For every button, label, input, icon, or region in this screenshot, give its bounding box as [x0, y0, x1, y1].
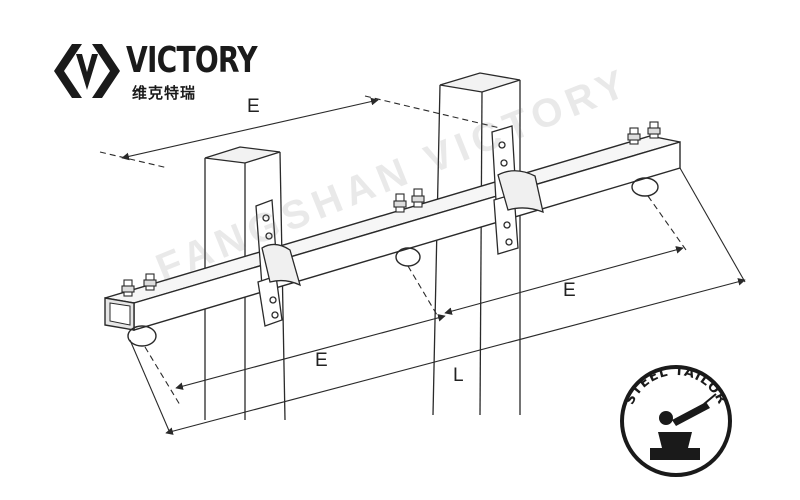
- steel-tailor-badge: STEEL TAILOR: [620, 364, 732, 477]
- label-l-total: L: [453, 365, 464, 386]
- label-e-top: E: [247, 96, 260, 117]
- label-e-bottom-left: E: [315, 350, 328, 371]
- bolts: [121, 121, 661, 297]
- dimension-e-top: [99, 95, 501, 169]
- brand-name: VICTORY: [126, 40, 258, 81]
- label-e-bottom-right: E: [563, 280, 576, 301]
- welder-icon: [650, 393, 717, 460]
- victory-logo: VICTORY 维克特瑞: [52, 38, 258, 108]
- dimension-lines-lower: [129, 167, 746, 435]
- brand-name-cn: 维克特瑞: [132, 84, 197, 102]
- victory-logo-mark: [54, 44, 120, 98]
- bracket-right: [491, 125, 544, 255]
